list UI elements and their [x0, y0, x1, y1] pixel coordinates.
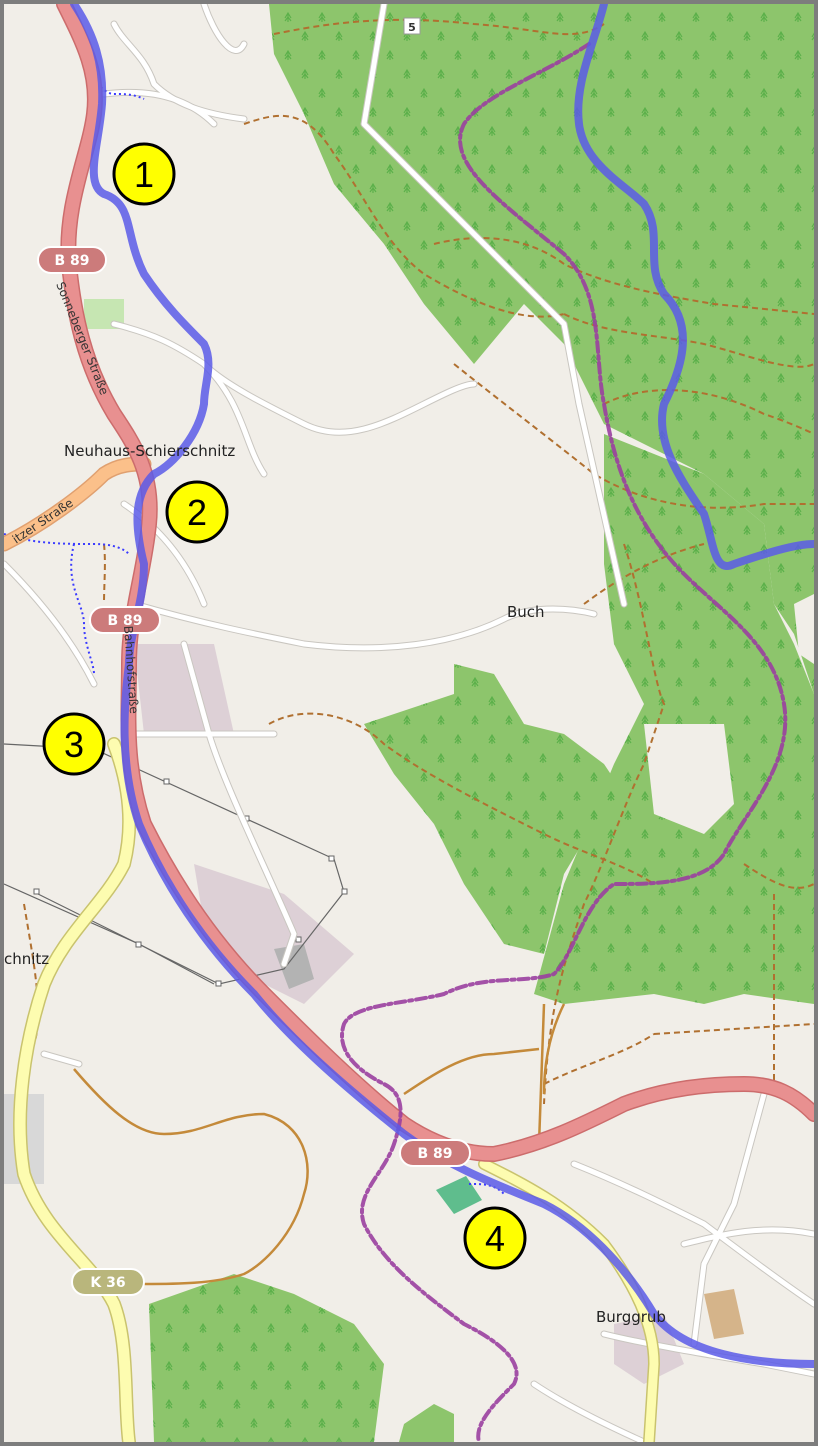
marker-3[interactable]: 3 — [42, 712, 106, 776]
place-label-chnitz: chnitz — [4, 950, 49, 968]
marker-label: 1 — [134, 154, 154, 195]
marker-label: 4 — [485, 1218, 505, 1259]
road-shield-b89-north: B 89 — [37, 246, 107, 274]
road-shield-s: 5 — [403, 17, 421, 35]
marker-1[interactable]: 1 — [112, 142, 176, 206]
marker-2[interactable]: 2 — [165, 480, 229, 544]
brown-paths — [73, 1003, 566, 1286]
shield-label: 5 — [408, 21, 416, 34]
shield-label: B 89 — [107, 613, 142, 629]
tertiary-road — [4, 456, 152, 552]
marker-label: 3 — [64, 724, 84, 765]
street-label-bahnhof: Bahnhofstraße — [121, 625, 141, 714]
map-canvas[interactable]: B 89 B 89 B 89 K 36 5 Sonneberger Straße… — [4, 4, 814, 1442]
road-shield-k36: K 36 — [71, 1268, 145, 1296]
clearings — [644, 594, 814, 834]
route-blue — [70, 4, 814, 1368]
marker-4[interactable]: 4 — [463, 1206, 527, 1270]
road-shield-b89-south: B 89 — [399, 1139, 471, 1167]
minor-roads — [4, 4, 814, 1442]
marker-label: 2 — [187, 492, 207, 533]
forest-southeast — [399, 1404, 454, 1442]
place-label-burggrub: Burggrub — [596, 1308, 666, 1326]
shield-label: K 36 — [90, 1275, 125, 1291]
road-shield-b89-centre: B 89 — [89, 606, 161, 634]
shield-label: B 89 — [54, 253, 89, 269]
place-label-buch: Buch — [507, 603, 545, 621]
route-purple — [340, 42, 788, 1442]
shield-label: B 89 — [417, 1146, 452, 1162]
place-label-neuhaus-schierschnitz: Neuhaus-Schierschnitz — [64, 442, 235, 460]
